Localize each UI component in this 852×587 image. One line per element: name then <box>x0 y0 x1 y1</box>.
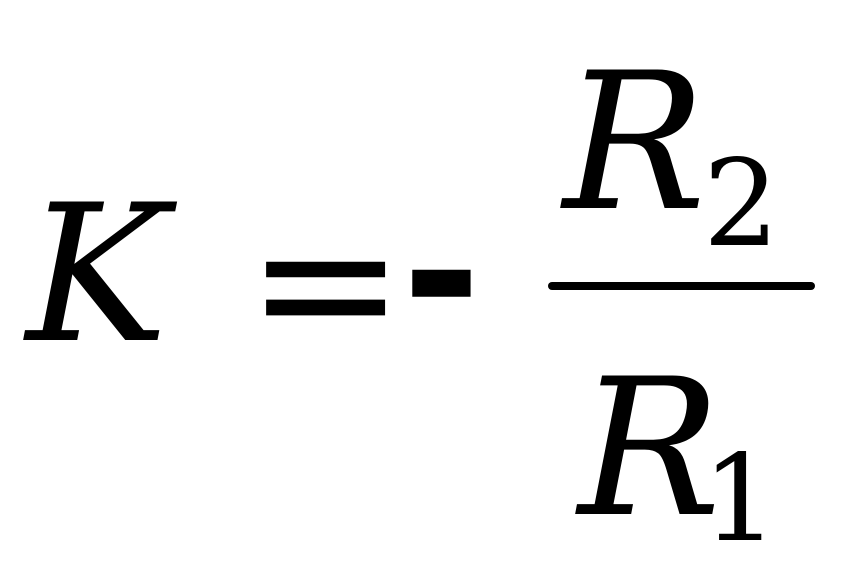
fraction-bar <box>548 282 815 290</box>
minus-sign: - <box>402 162 481 383</box>
numerator-r: R <box>563 32 707 253</box>
equals-sign: = <box>246 172 406 393</box>
numerator-subscript: 2 <box>703 135 780 274</box>
variable-k: K <box>26 164 168 385</box>
denominator-subscript: 1 <box>702 430 779 569</box>
denominator-r: R <box>578 338 722 559</box>
